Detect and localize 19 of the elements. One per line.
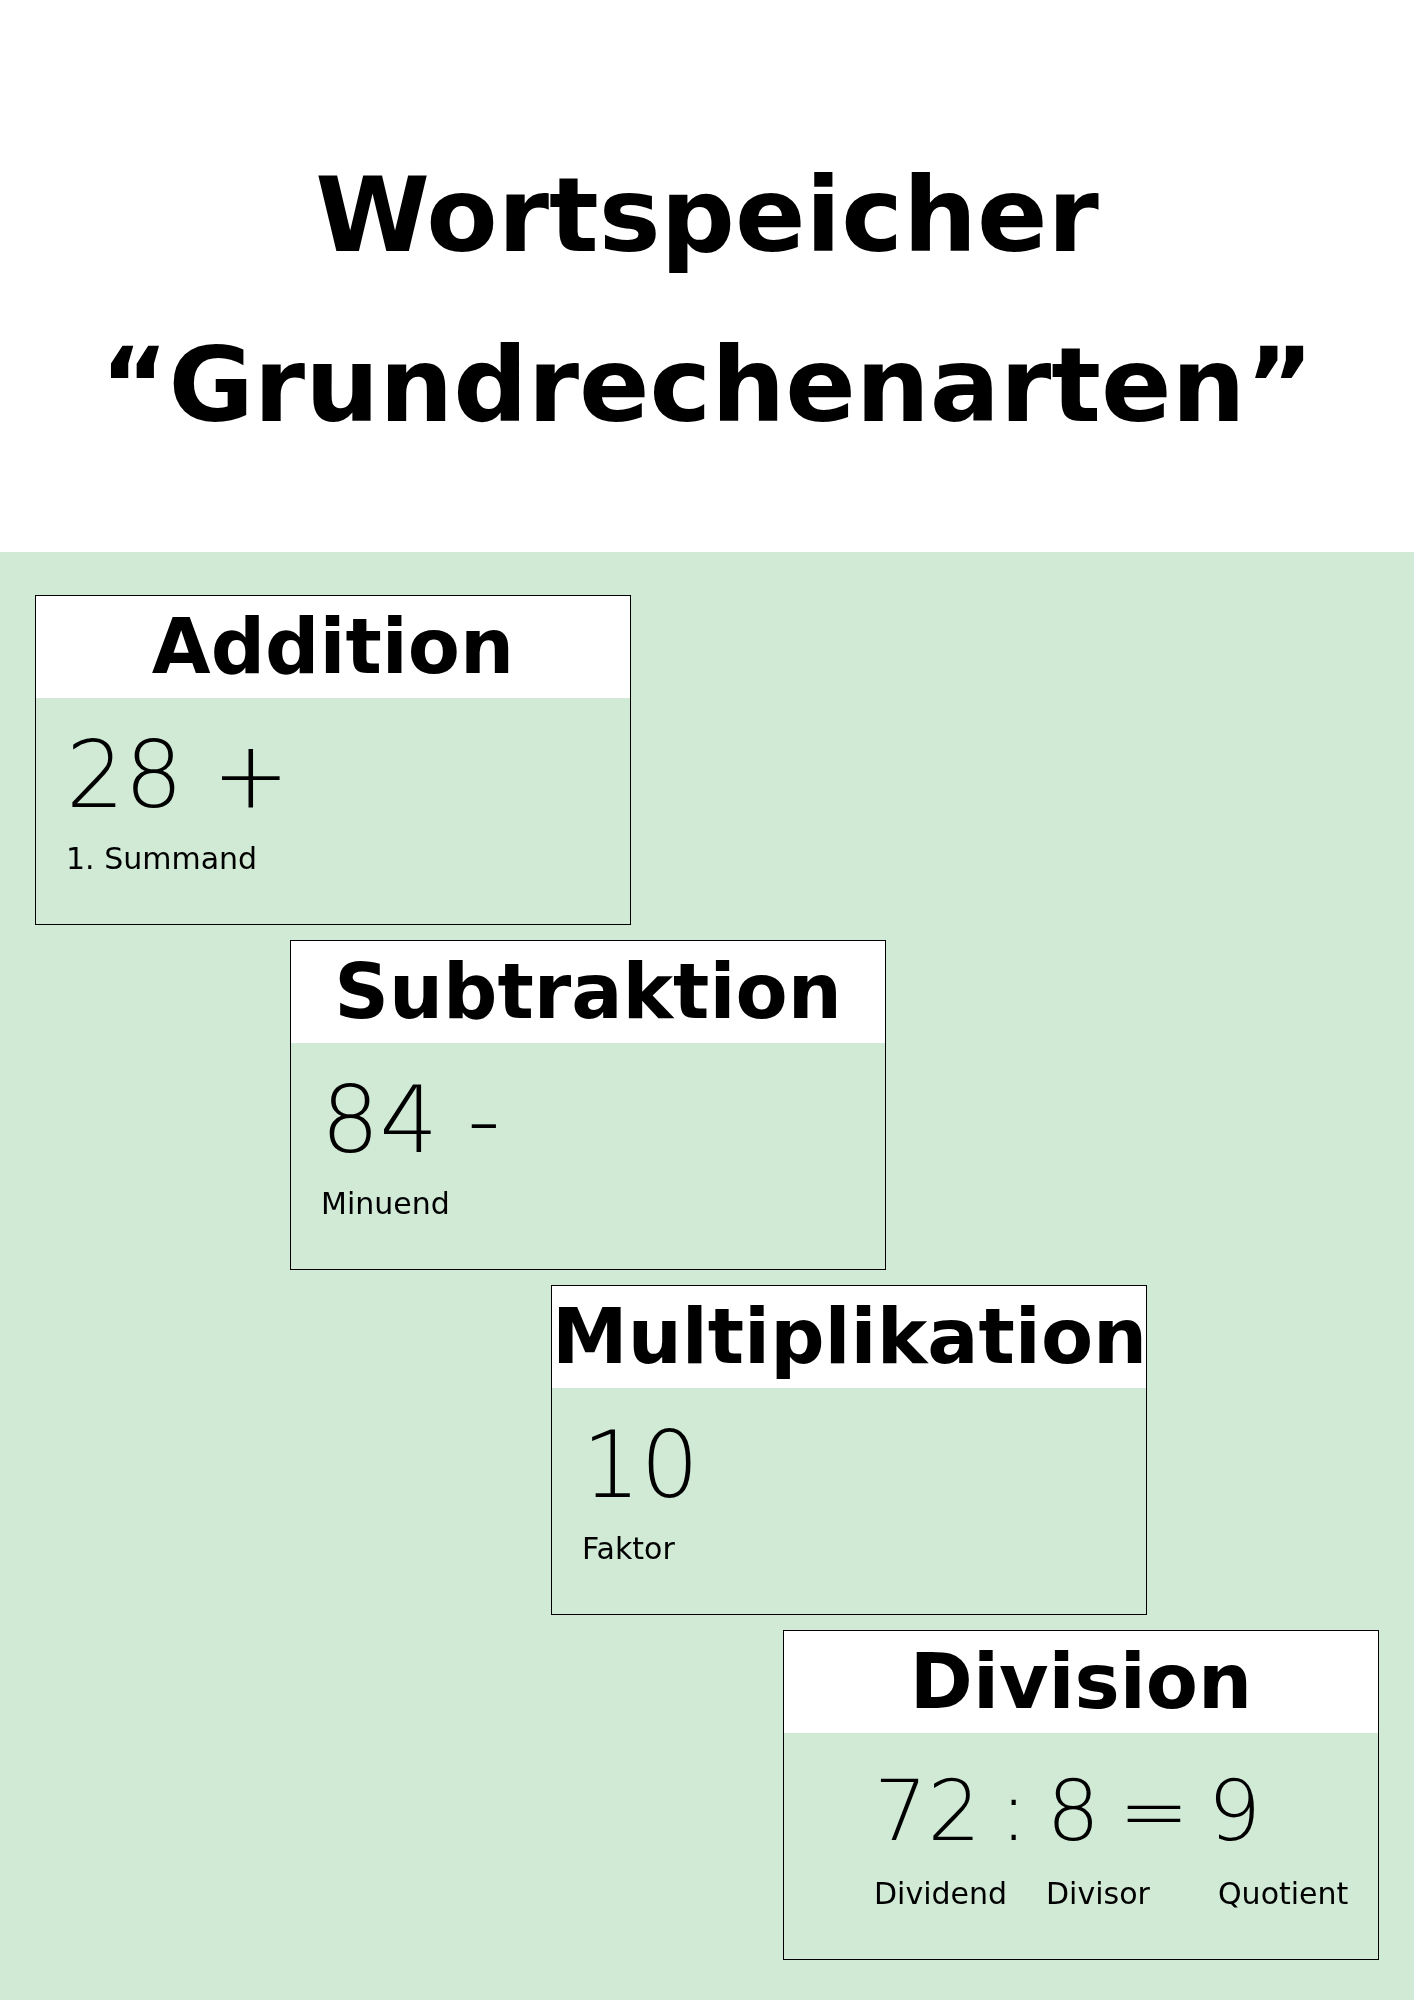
term-label: Quotient — [1218, 1876, 1349, 1911]
term-label: Divisor — [1046, 1876, 1150, 1911]
equation: 10 — [582, 1416, 700, 1516]
term-label: 1. Summand — [66, 841, 258, 876]
word-card — [551, 1285, 1147, 1615]
equation: 72 : 8 = 9 — [874, 1761, 1262, 1861]
title: Wortspeicher “Grundrechenarten” — [100, 153, 1314, 448]
word-card — [783, 1630, 1379, 1960]
card-heading: Subtraktion — [291, 941, 885, 1043]
word-card — [290, 940, 886, 1270]
word-card — [35, 595, 631, 925]
equation: 28 + — [66, 726, 290, 826]
card-heading: Addition — [36, 596, 630, 698]
equation: 84 - — [321, 1071, 501, 1171]
term-label: Minuend — [321, 1186, 450, 1221]
card-heading: Division — [784, 1631, 1378, 1733]
term-label: Faktor — [582, 1531, 675, 1566]
card-heading: Multiplikation — [552, 1286, 1146, 1388]
term-label: Dividend — [874, 1876, 1008, 1911]
